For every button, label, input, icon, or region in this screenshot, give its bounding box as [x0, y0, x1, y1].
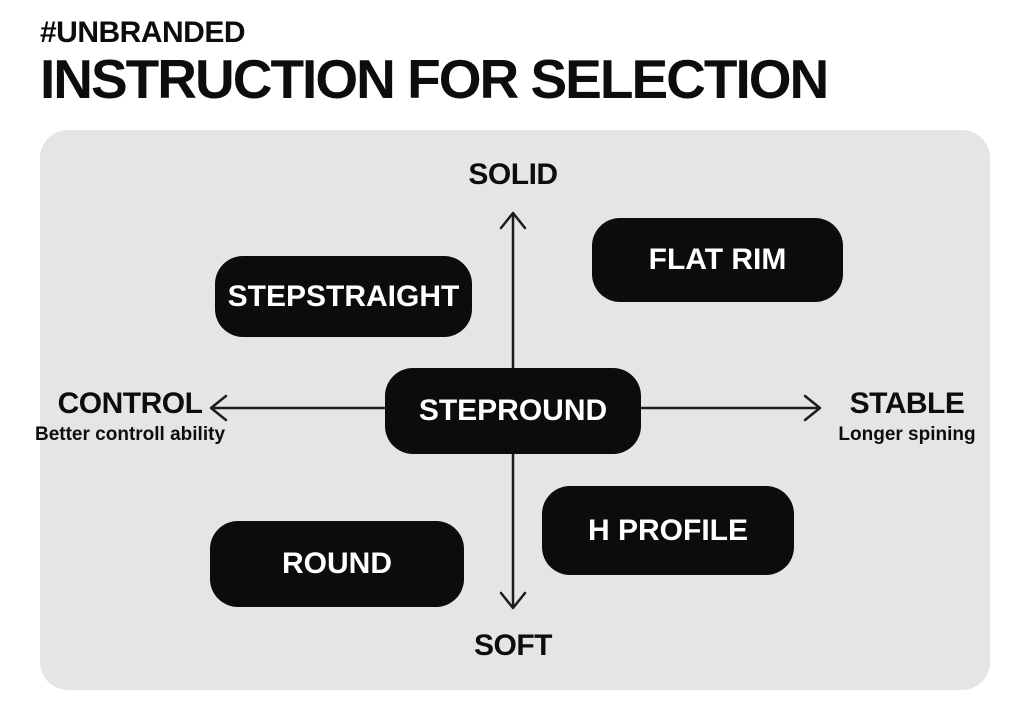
- pill-stepstraight: STEPSTRAIGHT: [215, 256, 472, 337]
- axis-label-control-block: CONTROL Better controll ability: [20, 388, 240, 447]
- left-arrowhead-icon: [209, 394, 228, 422]
- header: #UNBRANDED INSTRUCTION FOR SELECTION: [40, 16, 829, 110]
- pill-h-profile: H PROFILE: [542, 486, 794, 575]
- pill-flat-rim: FLAT RIM: [592, 218, 843, 302]
- axis-label-solid: SOLID: [468, 158, 558, 191]
- axis-sublabel-stable: Longer spining: [838, 424, 976, 445]
- right-arrowhead-icon: [803, 394, 822, 422]
- quadrant-panel: SOLID SOFT CONTROL Better controll abili…: [35, 130, 990, 690]
- up-arrowhead-icon: [499, 211, 527, 230]
- axis-label-soft: SOFT: [474, 629, 553, 662]
- axis-label-stable: STABLE: [849, 387, 965, 420]
- page-title: INSTRUCTION FOR SELECTION: [40, 48, 829, 110]
- down-arrowhead-icon: [499, 591, 527, 610]
- axis-sublabel-control: Better controll ability: [34, 424, 226, 445]
- axis-label-control: CONTROL: [57, 387, 203, 420]
- pill-round: ROUND: [210, 521, 464, 607]
- brand-tag: #UNBRANDED: [40, 16, 246, 49]
- pill-stepround: STEPROUND: [385, 368, 641, 454]
- axis-label-stable-block: STABLE Longer spining: [797, 388, 1017, 447]
